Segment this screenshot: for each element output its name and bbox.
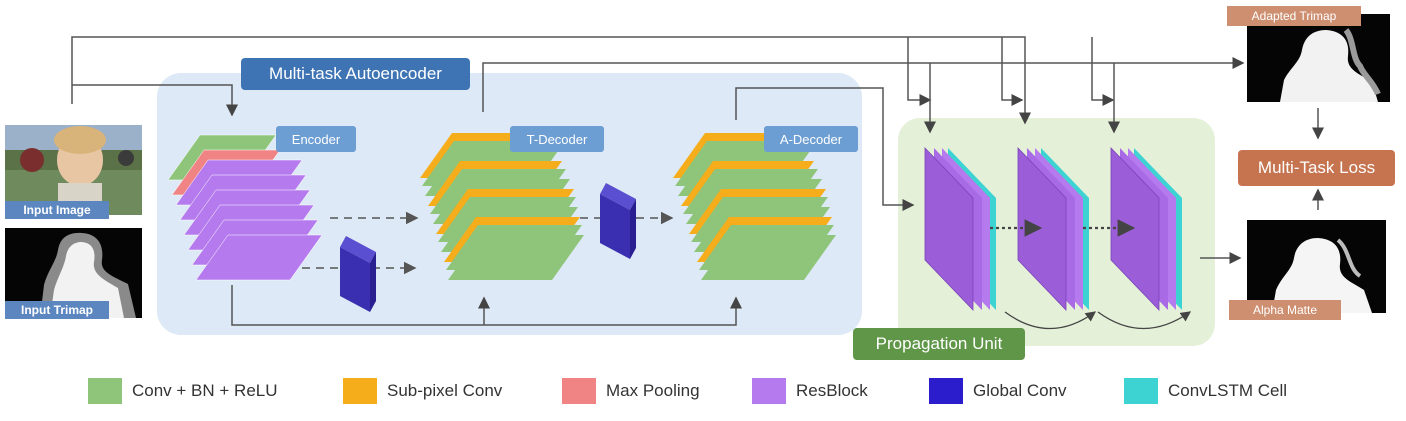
encoder-resblock-layer — [195, 234, 323, 281]
legend-label: Global Conv — [973, 381, 1067, 400]
legend-label: Max Pooling — [606, 381, 700, 400]
adapted-trimap-label: Adapted Trimap — [1227, 6, 1361, 26]
multi-task-loss-box: Multi-Task Loss — [1238, 150, 1395, 186]
legend-label: ResBlock — [796, 381, 868, 400]
encoder-stack — [167, 134, 323, 281]
a-decoder-label: A-Decoder — [764, 126, 858, 152]
legend-swatch — [752, 378, 786, 404]
legend-item-resblock: ResBlock — [752, 378, 868, 404]
recurrent-arcs — [1004, 311, 1192, 330]
legend-swatch — [343, 378, 377, 404]
t-decoder-stack — [420, 133, 584, 280]
legend-swatch — [1124, 378, 1158, 404]
legend-label: Sub-pixel Conv — [387, 381, 503, 400]
propagation-stack — [1110, 147, 1182, 311]
alpha-matte-label: Alpha Matte — [1229, 300, 1341, 320]
skip-connection-lines — [71, 36, 1324, 326]
input-image-label: Input Image — [5, 201, 109, 219]
legend-label: ConvLSTM Cell — [1168, 381, 1288, 400]
legend-swatch — [562, 378, 596, 404]
legend-item-convlstm: ConvLSTM Cell — [1124, 378, 1287, 404]
input-trimap-label: Input Trimap — [5, 301, 109, 319]
propagation-unit-label: Propagation Unit — [853, 328, 1025, 360]
encoder-label: Encoder — [276, 126, 356, 152]
a-decoder-conv-layer — [701, 235, 836, 280]
propagation-stack — [924, 147, 996, 311]
legend-item-subpixel: Sub-pixel Conv — [343, 378, 502, 404]
global-conv-block — [340, 236, 376, 312]
legend-swatch — [88, 378, 122, 404]
legend-item-maxpool: Max Pooling — [562, 378, 700, 404]
legend-swatch — [929, 378, 963, 404]
legend-item-globalconv: Global Conv — [929, 378, 1067, 404]
alpha-matte-image — [1247, 220, 1386, 313]
input-image — [5, 125, 142, 215]
legend-item-conv: Conv + BN + ReLU — [88, 378, 278, 404]
multitask-autoencoder-title: Multi-task Autoencoder — [241, 58, 470, 90]
global-conv-block — [600, 183, 636, 259]
adapted-trimap-image — [1247, 14, 1390, 102]
t-decoder-label: T-Decoder — [510, 126, 604, 152]
a-decoder-stack — [673, 133, 836, 280]
legend-label: Conv + BN + ReLU — [132, 381, 278, 400]
t-decoder-conv-layer — [448, 235, 584, 280]
